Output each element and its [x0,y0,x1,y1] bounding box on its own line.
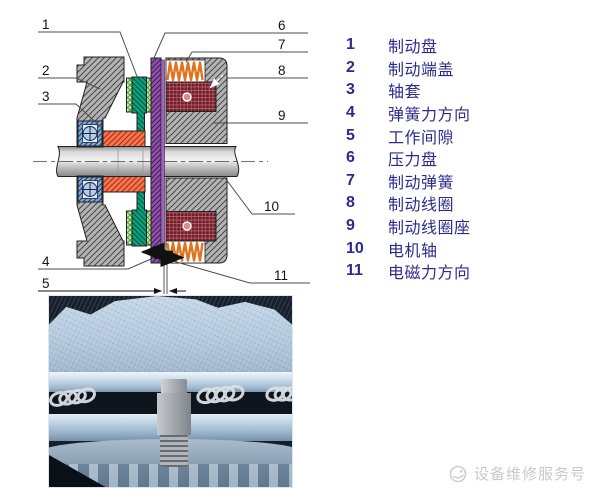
callout-4: 4 [42,254,50,269]
callout-11: 11 [274,268,288,283]
callout-10: 10 [264,199,279,214]
legend-row: 8 制动线圈 [346,192,596,215]
legend-item-number: 5 [346,126,355,144]
callout-2: 2 [42,63,50,78]
legend-item-label: 弹簧力方向 [388,107,471,125]
legend-row: 4 弹簧力方向 [346,102,596,125]
legend-item-label: 电磁力方向 [388,265,471,283]
legend-item-label: 制动线圈座 [388,220,471,238]
legend-item-label: 工作间隙 [388,129,455,147]
callout-1: 1 [42,17,50,32]
legend-row: 11 电磁力方向 [346,260,596,283]
callout-3: 3 [42,89,50,104]
brake-cross-section-diagram: 1 2 3 4 5 6 7 8 9 10 11 [33,17,310,294]
legend-item-label: 电机轴 [388,242,438,260]
callout-7: 7 [278,37,286,52]
legend-row: 3 轴套 [346,79,596,102]
brake-coil-section [165,81,217,242]
legend-item-number: 11 [346,262,363,280]
photo-rotor-fins [49,464,292,487]
legend-item-label: 制动端盖 [388,61,455,79]
legend-row: 1 制动盘 [346,34,596,57]
wechat-official-account-icon [449,465,467,482]
watermark: 设备维修服务号 [448,463,586,484]
legend-item-label: 压力盘 [388,152,438,170]
shaft-sleeve-section [102,130,146,193]
legend-item-number: 6 [346,149,355,167]
brake-assembly-photo [48,295,293,488]
legend-item-number: 7 [346,171,355,189]
callout-5: 5 [42,276,50,291]
pressure-plate-section [150,57,165,264]
legend-row: 5 工作间隙 [346,124,596,147]
bearing-section [77,120,103,203]
legend-item-number: 3 [346,81,355,99]
photo-stud-threads [160,435,188,467]
brake-spring-section [165,59,206,264]
callout-8: 8 [278,63,286,78]
legend-item-label: 制动弹簧 [388,174,455,192]
legend-item-number: 4 [346,104,355,122]
legend-row: 2 制动端盖 [346,57,596,80]
legend-item-number: 9 [346,217,355,235]
legend-item-label: 轴套 [388,84,422,102]
photo-stud-shank [161,379,187,394]
callout-6: 6 [278,18,286,33]
legend-item-number: 2 [346,58,355,76]
photo-casting-texture [49,296,292,380]
legend-item-number: 8 [346,194,355,212]
callout-9: 9 [278,108,286,123]
coil-pointer-dashed-arrow [209,74,224,89]
photo-springs [49,384,292,407]
watermark-text: 设备维修服务号 [474,466,587,483]
legend-item-label: 制动盘 [388,39,438,57]
legend-row: 10 电机轴 [346,237,596,260]
callout-numbers: 1 2 3 4 5 6 7 8 9 10 11 [42,17,288,291]
legend-row: 7 制动弹簧 [346,170,596,193]
callout-leader-lines [38,31,310,284]
legend-item-number: 10 [346,239,364,257]
legend-item-label: 制动线圈 [388,197,455,215]
legend-item-number: 1 [346,36,355,54]
working-gap-dimension [38,255,186,294]
legend: 1 制动盘 2 制动端盖 3 轴套 4 弹簧力方向 5 工作间隙 6 压力盘 7… [346,34,596,283]
photo-stud-body [157,393,191,435]
legend-row: 9 制动线圈座 [346,215,596,238]
legend-row: 6 压力盘 [346,147,596,170]
